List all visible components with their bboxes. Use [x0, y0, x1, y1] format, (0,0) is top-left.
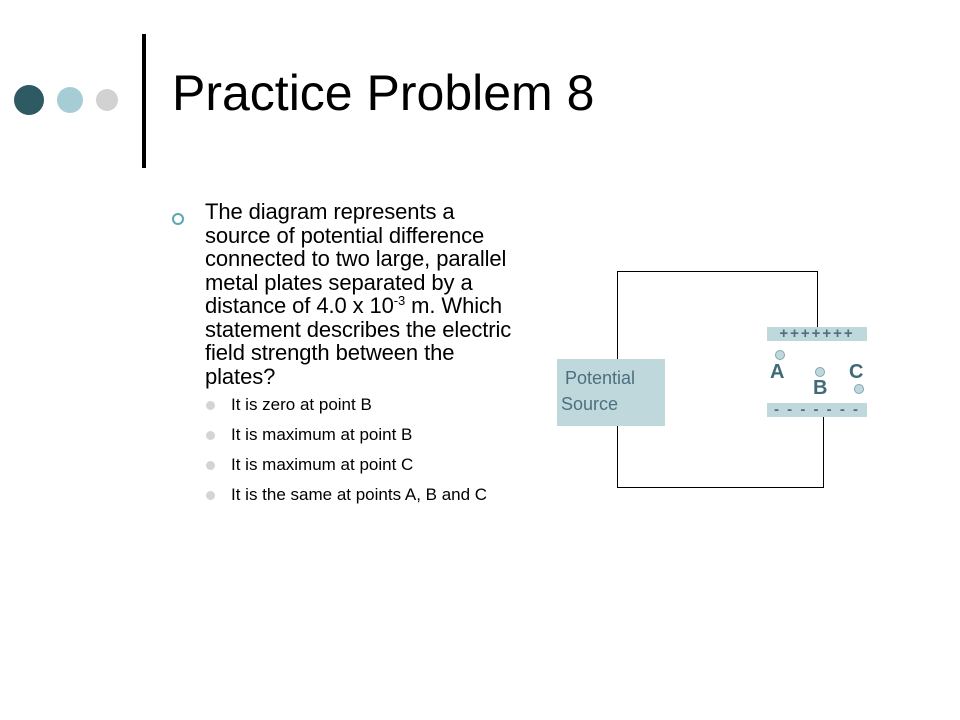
wire-bottom: [617, 487, 824, 488]
answer-option-text: It is the same at points A, B and C: [231, 485, 488, 504]
question-text: The diagram represents a source of poten…: [205, 200, 517, 388]
bullet-icon: [172, 213, 184, 225]
bullet-dot-icon: [206, 491, 215, 500]
answer-option-text: It is maximum at point C: [231, 455, 414, 474]
positive-plate: +++++++: [767, 327, 867, 341]
bullet-dot-icon: [206, 401, 215, 410]
decor-dot-gray: [96, 89, 118, 111]
wire-top: [617, 271, 818, 272]
wire-right-lower: [823, 417, 824, 488]
question-pre: The diagram represents a source of poten…: [205, 199, 507, 318]
question-exponent: -3: [393, 293, 406, 308]
answer-option-text: It is maximum at point B: [231, 425, 413, 444]
point-b-label: B: [813, 377, 828, 399]
question-post: m. Which statement describes the electri…: [205, 293, 512, 389]
source-label-line2: Source: [561, 394, 619, 414]
point-a-label: A: [770, 361, 785, 383]
answer-options: It is zero at point B It is maximum at p…: [205, 395, 517, 505]
wire-left-upper: [617, 271, 618, 359]
source-label-line1: Potential: [565, 368, 636, 388]
potential-source: Potential Source: [557, 359, 665, 426]
answer-option: It is the same at points A, B and C: [205, 485, 517, 505]
decor-dot-light: [57, 87, 83, 113]
answer-option: It is zero at point B: [205, 395, 517, 415]
bullet-dot-icon: [206, 461, 215, 470]
answer-option: It is maximum at point C: [205, 455, 517, 475]
answer-option-text: It is zero at point B: [231, 395, 372, 414]
title-divider: [142, 34, 146, 168]
point-c-label: C: [849, 361, 864, 383]
wire-left-lower: [617, 426, 618, 488]
answer-option: It is maximum at point B: [205, 425, 517, 445]
point-c-marker: [854, 384, 864, 394]
slide-title: Practice Problem 8: [172, 65, 595, 121]
point-b-marker: [815, 367, 825, 377]
point-a-marker: [775, 350, 785, 360]
negative-plate: - - - - - - -: [767, 403, 867, 417]
bullet-dot-icon: [206, 431, 215, 440]
question-block: The diagram represents a source of poten…: [172, 200, 517, 515]
decor-dot-dark: [14, 85, 44, 115]
wire-right-upper: [817, 271, 818, 327]
